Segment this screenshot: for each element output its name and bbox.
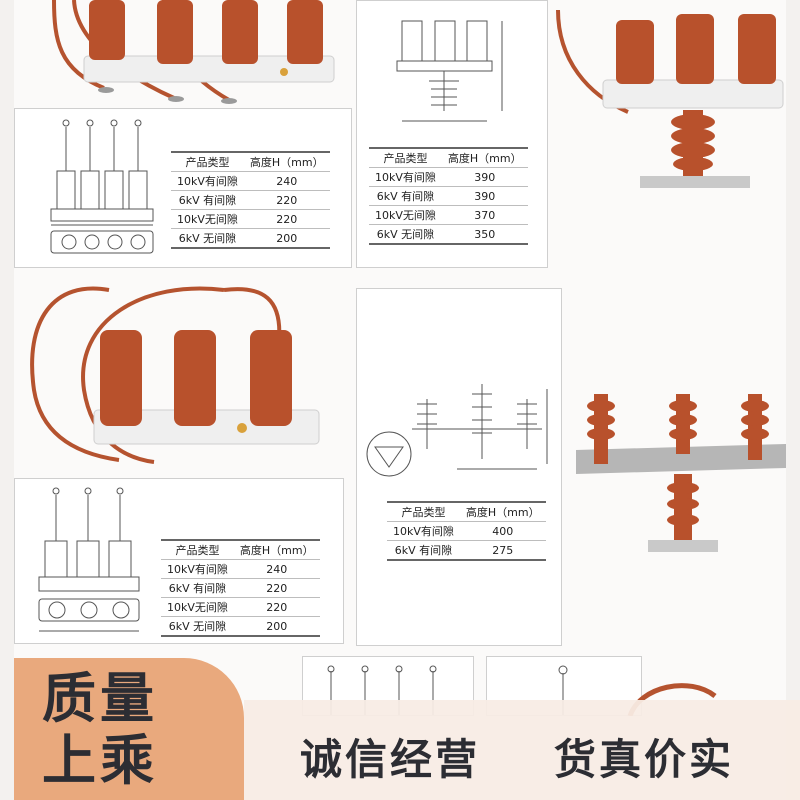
table-header: 高度H（mm）	[233, 539, 320, 560]
technical-drawing-three-pole	[38, 487, 140, 632]
table-cell: 10kV有间隙	[369, 167, 442, 187]
slogan-banner: 诚信经营 货真价实	[244, 700, 800, 800]
slogan-integrity: 诚信经营	[300, 735, 481, 784]
table-cell: 240	[233, 559, 320, 579]
table-cell: 6kV 有间隙	[387, 540, 460, 561]
table-cell: 240	[243, 171, 330, 191]
table-cell: 370	[441, 205, 528, 225]
technical-drawing-stacked	[396, 20, 503, 122]
quality-badge-text: 质量 上乘	[42, 668, 158, 792]
table-header: 高度H（mm）	[243, 151, 330, 172]
table-cell: 10kV有间隙	[171, 171, 244, 191]
table-cell: 10kV有间隙	[387, 521, 460, 541]
slogan-genuine-goods: 货真价实	[554, 735, 735, 784]
table-header: 高度H（mm）	[459, 501, 546, 522]
table-header: 产品类型	[161, 539, 234, 560]
table-cell: 220	[233, 597, 320, 617]
technical-drawing-crossarm	[366, 384, 548, 477]
table-cell: 200	[233, 616, 320, 637]
table-cell: 6kV 无间隙	[369, 224, 442, 245]
table-cell: 10kV无间隙	[171, 209, 244, 229]
quality-badge: 质量 上乘	[14, 658, 244, 800]
table-cell: 6kV 有间隙	[171, 190, 244, 210]
table-cell: 6kV 有间隙	[161, 578, 234, 598]
table-cell: 6kV 有间隙	[369, 186, 442, 206]
product-photo-stacked-arrester	[556, 9, 784, 188]
table-header: 产品类型	[369, 147, 442, 168]
badge-line-2: 上乘	[42, 729, 158, 792]
table-cell: 275	[459, 540, 546, 561]
table-cell: 390	[441, 167, 528, 187]
table-cell: 200	[243, 228, 330, 249]
table-cell: 220	[243, 209, 330, 229]
technical-drawing-four-pole	[50, 119, 154, 254]
table-header: 产品类型	[387, 501, 460, 522]
table-cell: 10kV无间隙	[369, 205, 442, 225]
table-cell: 350	[441, 224, 528, 245]
table-cell: 220	[233, 578, 320, 598]
table-cell: 10kV无间隙	[161, 597, 234, 617]
product-photo-three-pole-arrester	[30, 286, 320, 464]
table-header: 产品类型	[171, 151, 244, 172]
table-cell: 390	[441, 186, 528, 206]
badge-line-1: 质量	[42, 667, 158, 730]
table-cell: 6kV 无间隙	[161, 616, 234, 637]
table-cell: 10kV有间隙	[161, 559, 234, 579]
product-photo-crossarm-arrester	[576, 394, 786, 552]
table-cell: 220	[243, 190, 330, 210]
product-photo-four-pole-arrester	[52, 0, 335, 104]
table-cell: 6kV 无间隙	[171, 228, 244, 249]
table-cell: 400	[459, 521, 546, 541]
table-header: 高度H（mm）	[441, 147, 528, 168]
